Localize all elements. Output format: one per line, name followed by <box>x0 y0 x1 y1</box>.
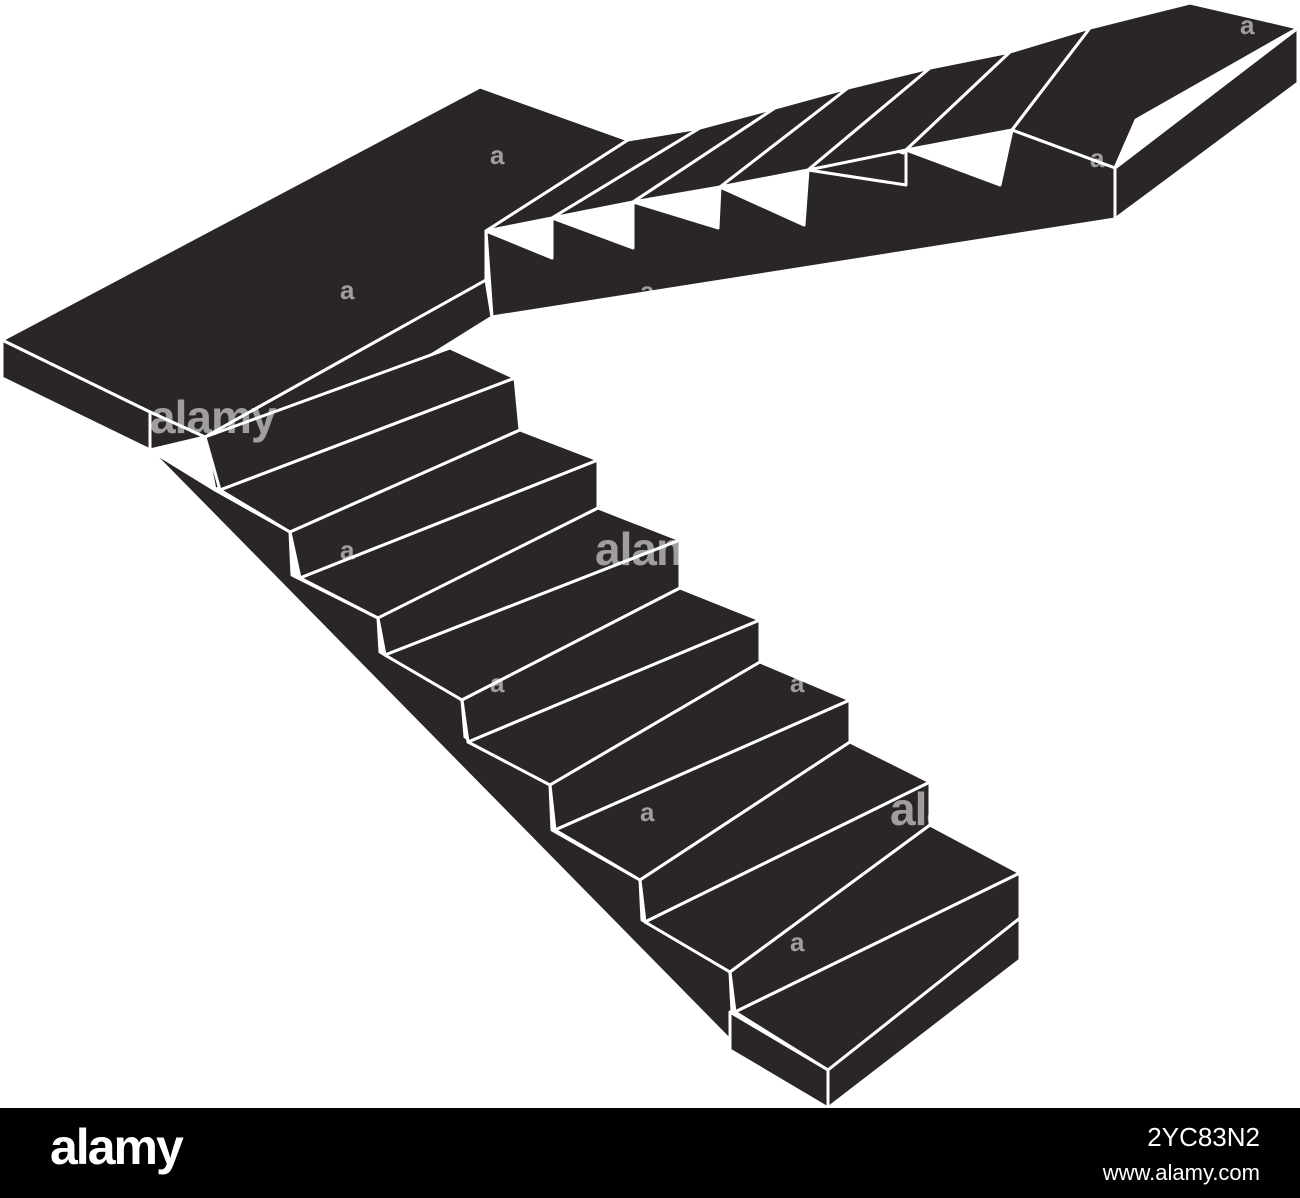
upper-top-side <box>1113 26 1300 221</box>
image-id: 2YC83N2 <box>1147 1122 1260 1152</box>
bottom-step-side <box>826 916 1022 1108</box>
footer-bar: alamy 2YC83N2 www.alamy.com <box>0 1108 1300 1198</box>
staircase-icon <box>0 1 1300 1108</box>
bottom-step-front <box>728 1010 830 1108</box>
staircase-illustration: alamy alamy alamy a a a a a a a a a a <box>0 1 1300 1108</box>
footer-logo: alamy <box>50 1119 184 1175</box>
footer-url: www.alamy.com <box>1102 1160 1260 1185</box>
